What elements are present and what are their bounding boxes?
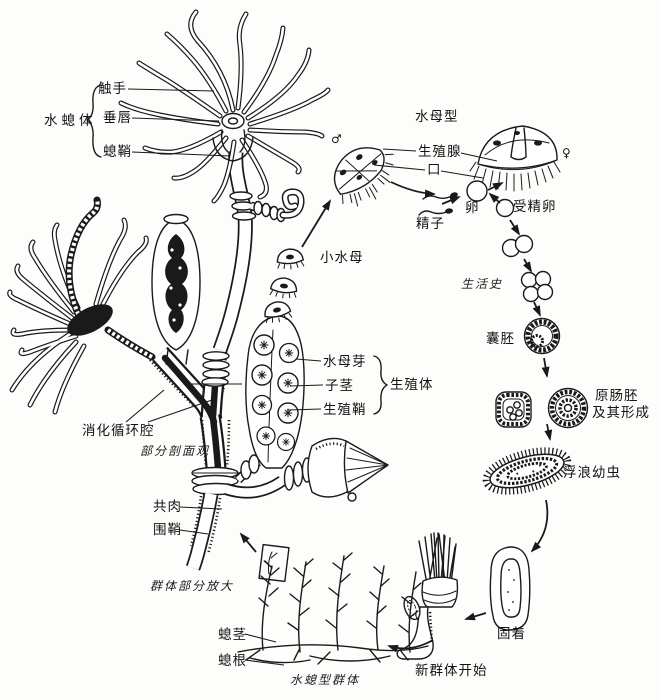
label-fertilized-egg: 受精卵 xyxy=(513,199,557,215)
label-small-medusa: 小水母 xyxy=(320,250,364,266)
label-gonad: 生殖腺 xyxy=(418,144,462,160)
feathery-capsule xyxy=(151,213,201,365)
medusa-bud xyxy=(277,372,299,394)
label-section-view: 部分剖面观 xyxy=(140,444,211,458)
female-medusa xyxy=(469,125,561,192)
label-blastula: 囊胚 xyxy=(486,331,515,347)
medusa-bud xyxy=(253,334,275,356)
label-coenosarc: 共肉 xyxy=(153,499,182,515)
label-gastrula-line1: 原肠胚 xyxy=(595,388,639,404)
small-medusae xyxy=(269,247,305,300)
fertilized-egg-cell xyxy=(495,198,515,218)
cycle-arrows xyxy=(239,181,553,653)
gastrula-section xyxy=(495,391,532,428)
new-colony-polyp xyxy=(396,532,459,660)
left-polyp xyxy=(10,196,156,412)
leader-lines xyxy=(125,88,498,666)
big-polyp xyxy=(121,12,328,387)
male-symbol: ♂ xyxy=(331,132,342,146)
label-hydrocaulus: 螅茎 xyxy=(218,627,247,643)
tentacle-crown xyxy=(121,12,328,201)
label-hydrotheca: 螅鞘 xyxy=(103,144,132,160)
cone-bud xyxy=(307,437,389,502)
label-mouth: 口 xyxy=(427,162,442,178)
hydrorhiza-roots xyxy=(237,644,429,665)
label-gonotheca: 生殖鞘 xyxy=(323,402,367,418)
label-polyp-colony: 水螅型群体 xyxy=(290,673,361,687)
label-planula: 浮浪幼虫 xyxy=(563,465,621,481)
label-blastostyle: 子茎 xyxy=(325,378,354,394)
label-hypostome: 垂唇 xyxy=(103,110,132,126)
sperm-cells xyxy=(418,192,458,216)
medusa-bud xyxy=(278,342,300,364)
label-sperm: 精子 xyxy=(416,216,445,232)
hypostome-mouth xyxy=(221,112,245,130)
label-medusa-type: 水母型 xyxy=(415,109,459,125)
four-cell-stage xyxy=(520,270,554,303)
medusa-bud xyxy=(277,402,299,424)
male-medusa xyxy=(333,147,394,207)
blastula-stage xyxy=(523,317,561,355)
label-gonangium-group: 生殖体 xyxy=(390,377,434,393)
label-perisarc: 围鞘 xyxy=(153,522,182,538)
label-tentacle: 触手 xyxy=(98,81,127,97)
magnified-region-frame xyxy=(258,543,290,583)
gonangium xyxy=(234,298,305,484)
label-gastrovascular: 消化循环腔 xyxy=(82,423,155,439)
label-colony-enlarged: 群体部分放大 xyxy=(150,579,235,593)
gastrula-whole xyxy=(547,387,589,429)
label-brackets xyxy=(86,84,388,415)
medusa-bud xyxy=(256,426,276,446)
planula-larva xyxy=(482,447,572,495)
label-polyp-group: 水螅体 xyxy=(44,113,97,129)
label-egg: 卵 xyxy=(465,200,480,216)
medusa-bud xyxy=(276,432,296,452)
polyp-colony-sketch xyxy=(237,543,429,665)
two-cell-stage xyxy=(501,234,534,258)
label-gastrula-line2: 及其形成 xyxy=(592,405,650,421)
label-life-history: 生活史 xyxy=(461,277,504,291)
attached-planula xyxy=(489,546,531,631)
egg-cell xyxy=(466,180,488,202)
medusa-bud xyxy=(251,394,273,416)
medusa-bud xyxy=(251,364,273,386)
label-attached: 固着 xyxy=(497,626,526,642)
female-symbol: ♀ xyxy=(562,146,571,160)
label-medusa-bud: 水母芽 xyxy=(323,354,367,370)
sectioned-colony-branches xyxy=(149,346,313,571)
label-new-colony-start: 新群体开始 xyxy=(415,663,488,679)
label-hydrorhiza: 螅根 xyxy=(218,653,247,669)
